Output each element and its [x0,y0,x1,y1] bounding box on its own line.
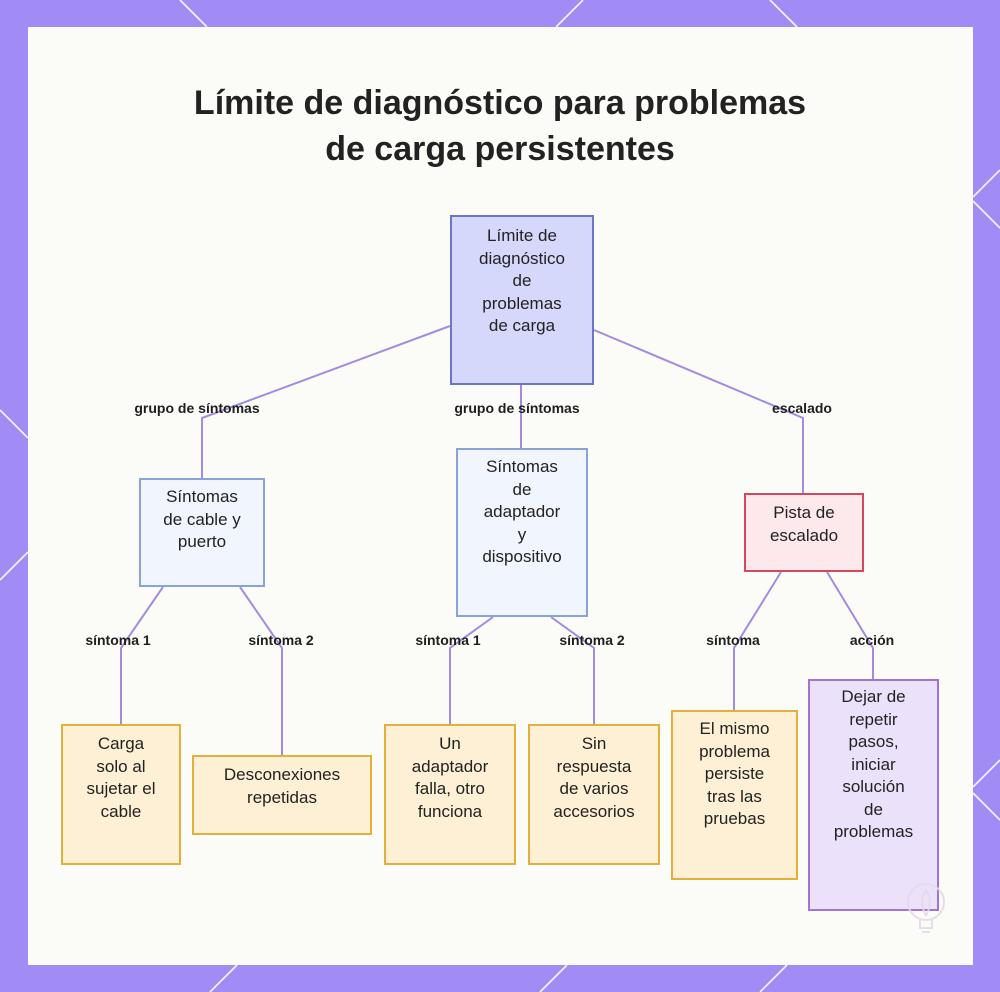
edge-label-cable-symptom1: síntoma 1 [85,632,151,648]
node-same-problem-line: El mismo [699,719,770,738]
node-no-response-line: accesorios [553,801,635,821]
node-one-adapter-line: Un [439,734,461,753]
node-no-response-line: de varios [559,779,629,798]
title-line-1: Límite de diagnóstico para problemas [193,84,807,122]
node-stop-repeating-line: iniciar [851,754,896,774]
node-same-problem-line: tras las [707,786,762,806]
node-root-line: de [512,271,532,290]
node-one-adapter-line: adaptador [411,756,489,776]
edge-label-escalation-action: acción [849,632,895,648]
node-same-problem-persists: El mismo problema persiste tras las prue… [671,710,798,880]
node-stop-repeating-line: repetir [849,709,898,729]
node-stop-repeating-steps: Dejar de repetir pasos, iniciar solución… [808,679,939,911]
node-cable-hold-line: sujetar el [86,779,156,798]
edge-label-adapter-symptom2: síntoma 2 [559,632,625,648]
node-no-response-accessories: Sin respuesta de varios accesorios [528,724,660,865]
node-repeated-disconnects: Desconexiones repetidas [192,755,372,835]
node-adapter-device-line: y [517,524,527,544]
node-root-line: diagnóstico [478,248,565,268]
edge-label-root-to-escalation: escalado [772,400,832,416]
edge-escalation-symptom [733,571,782,710]
edge-label-root-to-adapter: grupo de síntomas [454,400,580,416]
edge-label-cable-symptom2: síntoma 2 [248,632,314,648]
node-adapter-device-line: de [512,479,532,499]
node-stop-repeating-line: pasos, [848,732,899,751]
edge-label-adapter-symptom1: síntoma 1 [415,632,481,648]
node-disconnects-line: repetidas [247,787,317,807]
edge-label-root-to-cable: grupo de síntomas [134,400,260,416]
node-charges-only-holding-cable: Carga solo al sujetar el cable [61,724,181,865]
node-stop-repeating-line: solución [842,777,905,796]
node-stop-repeating-line: problemas [833,822,914,841]
node-root-line: problemas [482,293,562,313]
node-same-problem-line: problema [699,741,770,761]
edge-label-escalation-symptom: síntoma [706,632,760,648]
node-escalation-line: escalado [769,525,839,545]
node-cable-port-line: Síntomas [166,487,238,506]
node-cable-port-line: puerto [177,532,227,551]
edge-root-to-escalation [593,329,804,493]
lightbulb-logo-icon [907,883,945,933]
node-adapter-device-symptoms: Síntomas de adaptador y dispositivo [456,448,588,617]
node-one-adapter-fails: Un adaptador falla, otro funciona [384,724,516,865]
node-escalation-track: Pista de escalado [744,493,864,572]
node-root-line: de carga [488,316,556,335]
edge-root-to-cable [201,325,451,478]
title-line-2: de carga persistentes [325,130,675,168]
node-adapter-device-line: Síntomas [486,457,558,476]
edge-adapter-symptom2 [550,616,595,724]
node-stop-repeating-line: Dejar de [841,687,906,706]
diagram-title: Límite de diagnóstico para problemas de … [0,80,1000,172]
edge-adapter-symptom1 [449,616,494,724]
node-cable-hold-line: solo al [96,756,146,776]
edge-cable-symptom1 [120,586,164,724]
node-same-problem-line: pruebas [703,809,766,828]
node-root: Límite de diagnóstico de problemas de ca… [450,215,594,385]
node-one-adapter-line: falla, otro [415,779,485,798]
node-cable-port-symptoms: Síntomas de cable y puerto [139,478,265,587]
node-adapter-device-line: dispositivo [482,547,562,566]
node-one-adapter-line: funciona [417,801,483,821]
node-root-line: Límite de [487,226,557,245]
node-cable-hold-line: cable [100,801,142,821]
edge-escalation-action [826,571,874,679]
node-adapter-device-line: adaptador [483,502,561,521]
node-cable-hold-line: Carga [97,734,145,753]
node-disconnects-line: Desconexiones [223,765,341,784]
node-no-response-line: Sin [581,734,607,753]
edge-cable-symptom2 [239,586,283,755]
node-same-problem-line: persiste [704,764,765,783]
node-stop-repeating-line: de [864,799,883,819]
node-escalation-line: Pista de [773,503,835,522]
node-cable-port-line: de cable y [163,509,241,529]
node-no-response-line: respuesta [556,756,632,776]
